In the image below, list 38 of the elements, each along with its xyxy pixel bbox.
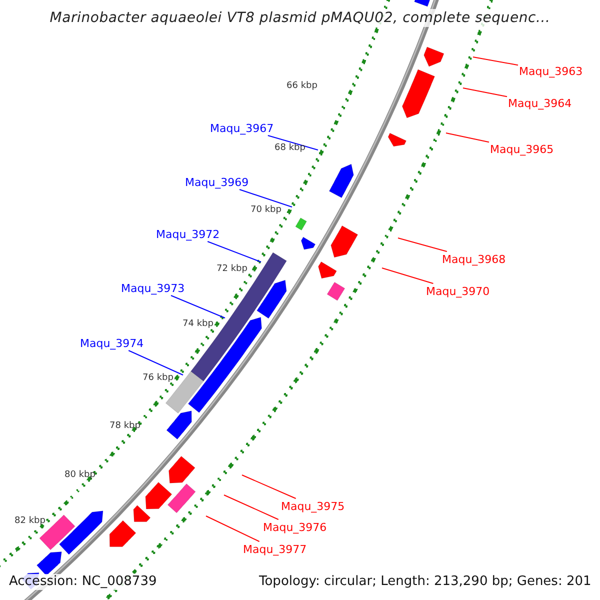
gene-label: Maqu_3968 bbox=[442, 252, 506, 266]
gene-label: Maqu_3977 bbox=[243, 542, 307, 556]
leader-line bbox=[242, 474, 296, 499]
gene-label: Maqu_3967 bbox=[210, 122, 274, 134]
gene-label: Maqu_3970 bbox=[426, 284, 490, 298]
scale-label: 76 kbp bbox=[142, 372, 174, 384]
gene-label: Maqu_3973 bbox=[121, 282, 185, 294]
gene-label: Maqu_3975 bbox=[281, 500, 345, 512]
gene-label: Maqu_3974 bbox=[80, 336, 144, 350]
scale-label: 70 kbp bbox=[250, 204, 282, 216]
leader-line bbox=[170, 295, 226, 318]
leader-line bbox=[224, 494, 279, 520]
scale-label: 82 kbp bbox=[14, 516, 46, 526]
scale-label: 74 kbp bbox=[182, 318, 214, 330]
leader-line bbox=[462, 88, 508, 98]
scale-label: 78 kbp bbox=[110, 420, 140, 432]
leader-line bbox=[472, 56, 518, 66]
accession-text: Accession: NC_008739 bbox=[9, 574, 157, 590]
leader-line bbox=[398, 238, 448, 252]
scale-label: 80 kbp bbox=[64, 470, 96, 480]
gene-label: Maqu_3965 bbox=[490, 142, 554, 156]
leader-line bbox=[267, 135, 318, 150]
leader-line bbox=[239, 189, 292, 208]
leader-line bbox=[128, 350, 184, 376]
leader-line bbox=[382, 268, 434, 284]
gene-label: Maqu_3976 bbox=[263, 520, 327, 534]
scale-label: 68 kbp bbox=[274, 142, 306, 154]
leader-line bbox=[446, 132, 490, 143]
gene-label: Maqu_3969 bbox=[185, 176, 249, 188]
leader-line bbox=[207, 241, 262, 262]
leader-line bbox=[206, 516, 260, 542]
gene-label: Maqu_3963 bbox=[519, 64, 583, 78]
scale-label: 72 kbp bbox=[216, 264, 248, 274]
gene-label: Maqu_3972 bbox=[156, 228, 220, 240]
gene-label: Maqu_3964 bbox=[508, 96, 572, 110]
summary-text: Topology: circular; Length: 213,290 bp; Genes: 201 bbox=[259, 574, 592, 590]
title: Marinobacter aquaeolei VT8 plasmid pMAQU02, complete sequenc... bbox=[50, 9, 550, 27]
scale-label: 66 kbp bbox=[286, 80, 318, 92]
